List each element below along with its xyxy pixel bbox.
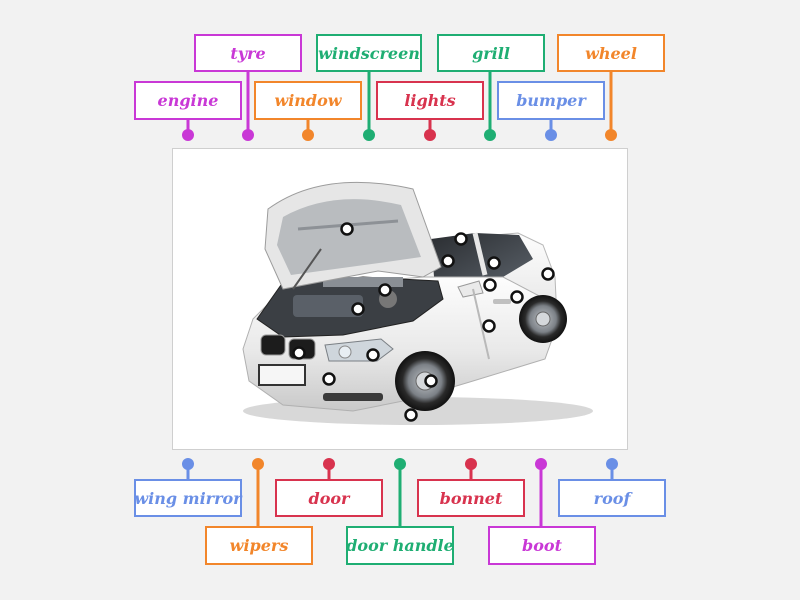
pin-wheel <box>605 129 617 141</box>
pin-grill <box>484 129 496 141</box>
car-door-handle <box>493 299 511 304</box>
drop-target-9[interactable] <box>351 302 365 316</box>
label-lights[interactable]: lights <box>376 81 484 120</box>
drop-target-2[interactable] <box>454 232 468 246</box>
car-headlight-lens <box>338 345 352 359</box>
label-wing-mirror[interactable]: wing mirror <box>134 479 242 517</box>
car-b-pillar <box>472 232 488 276</box>
car-strut-brace <box>323 277 403 287</box>
pin-door-handle <box>394 458 406 470</box>
label-tyre[interactable]: tyre <box>194 34 302 72</box>
car-grille-left <box>260 334 286 356</box>
pin-door <box>323 458 335 470</box>
label-bumper[interactable]: bumper <box>497 81 605 120</box>
pin-boot <box>535 458 547 470</box>
drop-target-13[interactable] <box>322 372 336 386</box>
label-bonnet[interactable]: bonnet <box>417 479 525 517</box>
car-bonnet-strut <box>292 248 322 290</box>
label-door-handle[interactable]: door handle <box>346 526 454 565</box>
drop-target-14[interactable] <box>424 374 438 388</box>
drop-target-12[interactable] <box>366 348 380 362</box>
pin-wipers <box>252 458 264 470</box>
car-rear-hub <box>535 311 551 327</box>
car-bumper-vent <box>323 393 383 401</box>
drop-target-8[interactable] <box>510 290 524 304</box>
pin-bonnet <box>465 458 477 470</box>
pin-lights <box>424 129 436 141</box>
pin-wing-mirror <box>182 458 194 470</box>
car-bonnet-underside <box>277 199 421 275</box>
drop-target-15[interactable] <box>404 408 418 422</box>
car-engine-cover <box>293 295 363 317</box>
label-wipers[interactable]: wipers <box>205 526 313 565</box>
pin-windscreen <box>363 129 375 141</box>
label-wheel[interactable]: wheel <box>557 34 665 72</box>
car-wing-mirror <box>457 280 484 298</box>
label-engine[interactable]: engine <box>134 81 242 120</box>
label-windscreen[interactable]: windscreen <box>316 34 422 72</box>
car-number-plate <box>258 364 306 386</box>
drop-target-10[interactable] <box>482 319 496 333</box>
drop-target-5[interactable] <box>541 267 555 281</box>
drop-target-7[interactable] <box>378 283 392 297</box>
drop-target-11[interactable] <box>292 346 306 360</box>
label-roof[interactable]: roof <box>558 479 666 517</box>
drop-target-6[interactable] <box>483 278 497 292</box>
label-grill[interactable]: grill <box>437 34 545 72</box>
label-door[interactable]: door <box>275 479 383 517</box>
drop-target-1[interactable] <box>340 222 354 236</box>
label-boot[interactable]: boot <box>488 526 596 565</box>
pin-window <box>302 129 314 141</box>
car-door-seam <box>472 288 490 360</box>
pin-roof <box>606 458 618 470</box>
car-image <box>242 181 593 425</box>
car-photo-frame <box>172 148 628 450</box>
drop-target-3[interactable] <box>441 254 455 268</box>
label-window[interactable]: window <box>254 81 362 120</box>
pin-tyre <box>242 129 254 141</box>
drop-target-4[interactable] <box>487 256 501 270</box>
pin-engine <box>182 129 194 141</box>
pin-bumper <box>545 129 557 141</box>
